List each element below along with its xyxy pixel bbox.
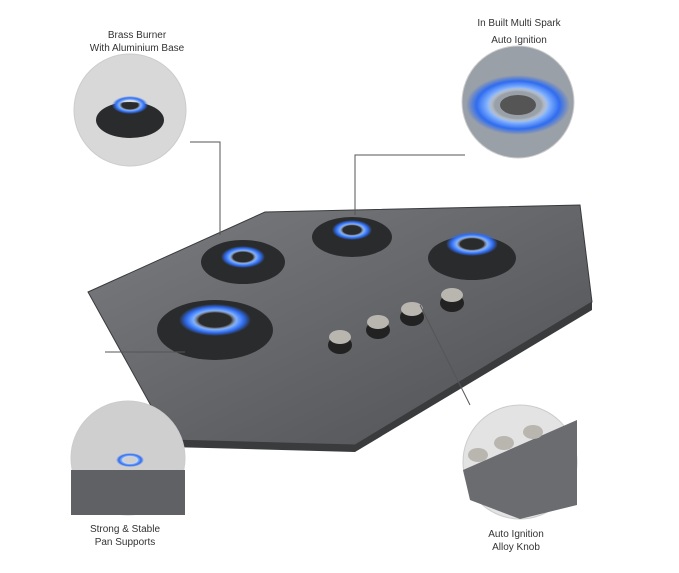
callout-line: With Aluminium Base [89, 43, 185, 54]
detail-circle-spark-ignition [461, 45, 575, 159]
callout-line: Auto Ignition [488, 529, 544, 540]
detail-circle-brass-burner [73, 53, 187, 167]
control-knobs [328, 288, 464, 354]
callout-line: Auto Ignition [491, 35, 547, 46]
detail-circle-pan-supports [70, 400, 186, 516]
burner-rear-left [201, 240, 285, 284]
callout-line: Brass Burner [107, 30, 167, 41]
callout-line: Alloy Knob [492, 542, 540, 553]
leader-lines [105, 141, 471, 406]
knob [400, 302, 424, 326]
callout-line: In Built Multi Spark [477, 18, 561, 29]
callout-line: Strong & Stable [89, 524, 161, 535]
knob [328, 330, 352, 354]
burner-right [428, 232, 516, 280]
knob [440, 288, 464, 312]
burner-rear-center [312, 217, 392, 257]
detail-circle-alloy-knob [462, 404, 578, 520]
knob [366, 315, 390, 339]
callout-line: Pan Supports [94, 537, 156, 548]
burner-front-left [157, 300, 273, 360]
